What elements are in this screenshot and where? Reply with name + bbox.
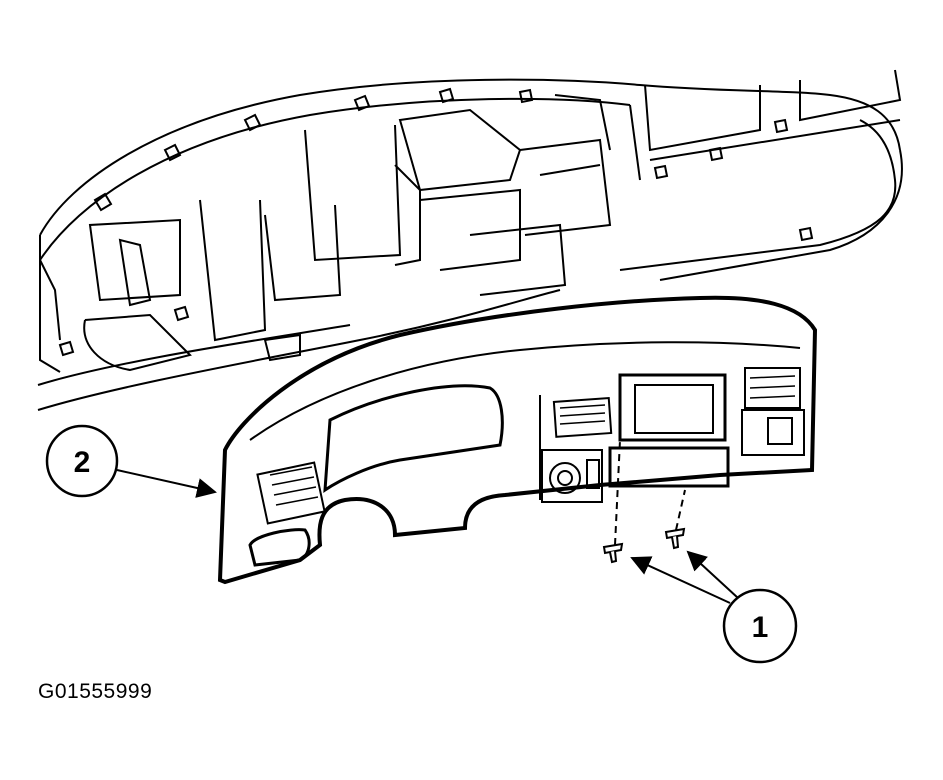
climate-control-opening [608,446,730,488]
center-air-vent [552,397,613,438]
dashboard-frame [37,69,903,411]
callout-2-circle [45,424,119,498]
right-air-vent [744,367,801,409]
finish-panel-details [248,341,805,567]
callout-2-arrow [116,469,217,498]
radio-opening [618,373,727,442]
callout-1: 1 [630,550,798,664]
screws [602,439,686,564]
callout-1-arrow-a [630,556,731,604]
callout-1-arrow-b [686,550,739,599]
callout-1-circle [722,588,798,664]
callout-2-label: 2 [74,446,91,479]
callout-1-label: 1 [752,611,769,644]
instrument-panel-finish-panel [217,295,818,585]
callout-2: 2 [45,424,217,498]
left-air-vent [256,461,326,525]
figure-id-label: G01555999 [38,680,153,703]
